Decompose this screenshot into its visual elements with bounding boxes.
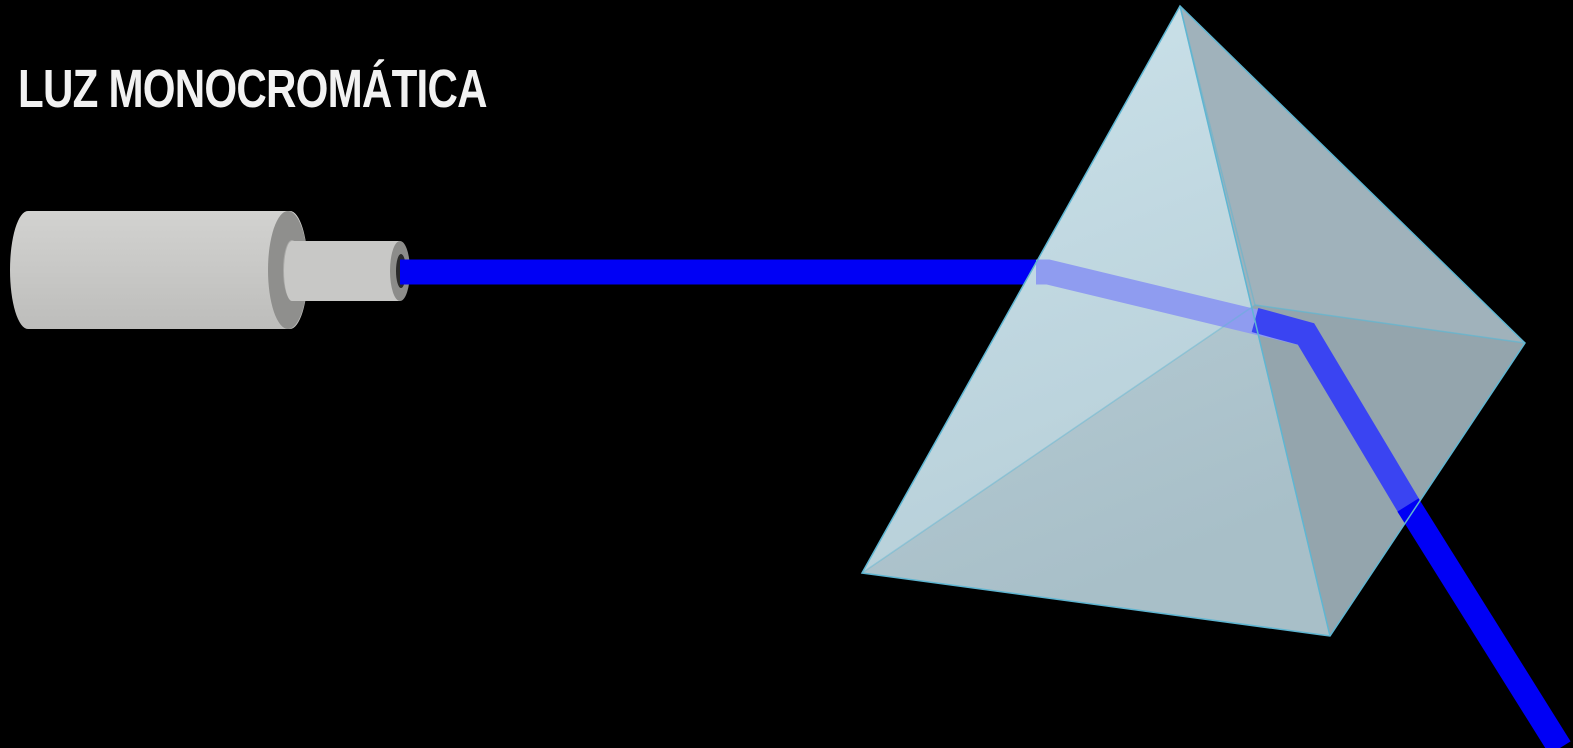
emitter-nozzle-back <box>284 241 300 301</box>
emitter-nozzle <box>292 241 400 301</box>
light-emitter-icon <box>10 211 410 329</box>
emitter-body <box>10 211 308 329</box>
emergent-beam <box>1408 505 1560 748</box>
